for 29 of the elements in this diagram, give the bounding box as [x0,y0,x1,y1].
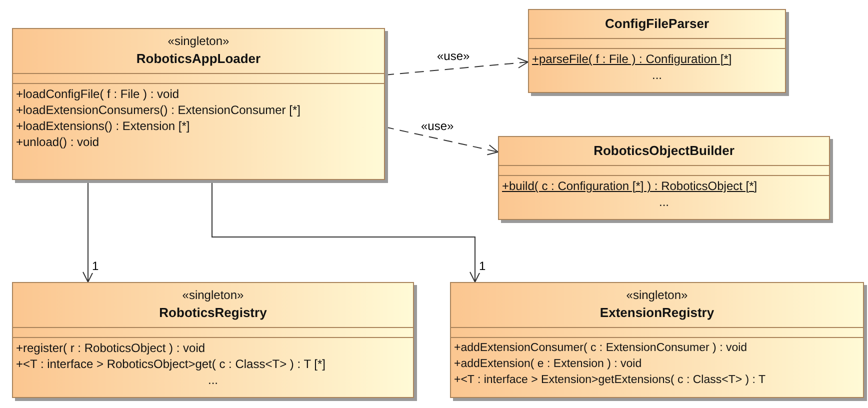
operation: +addExtensionConsumer( c : ExtensionConsumer ) : void [454,341,748,356]
operation: +<T : interface > RoboticsObject>get( c : Class<T> ) : T [*] [16,356,326,372]
class-box [498,136,830,220]
ellipsis: ... [208,372,218,388]
class-box [12,282,414,398]
multiplicity-label: 1 [478,260,487,273]
operation: +parseFile( f : File ) : Configuration [*] [532,51,732,67]
class-name: ConfigFileParser [604,15,710,33]
class-name: RoboticsAppLoader [136,50,261,68]
stereotype: «singleton» [626,287,688,303]
operation: +<T : interface > Extension>getExtensions( c : Class<T> ) : T [454,373,766,388]
class-name: ExtensionRegistry [600,304,714,322]
operation: +loadConfigFile( f : File ) : void [16,86,180,102]
stereotype: «singleton» [182,287,244,303]
ellipsis: ... [652,67,662,83]
class-box [528,9,786,93]
operation: +addExtension( e : Extension ) : void [454,357,642,372]
multiplicity-label: 1 [91,260,100,273]
operation: +loadExtensions() : Extension [*] [16,118,190,134]
class-name: RoboticsRegistry [159,304,267,322]
operation: +register( r : RoboticsObject ) : void [16,340,206,356]
class-box [12,28,385,180]
class-name: RoboticsObjectBuilder [594,142,734,160]
operation: +loadExtensionConsumers() : ExtensionConsumer [*] [16,102,300,118]
class-box [450,282,864,398]
operation: +build( c : Configuration [*] ) : RoboticsObject [*] [502,178,758,194]
stereotype: «singleton» [168,33,230,49]
ellipsis: ... [658,194,669,210]
operation: +unload() : void [16,134,100,150]
